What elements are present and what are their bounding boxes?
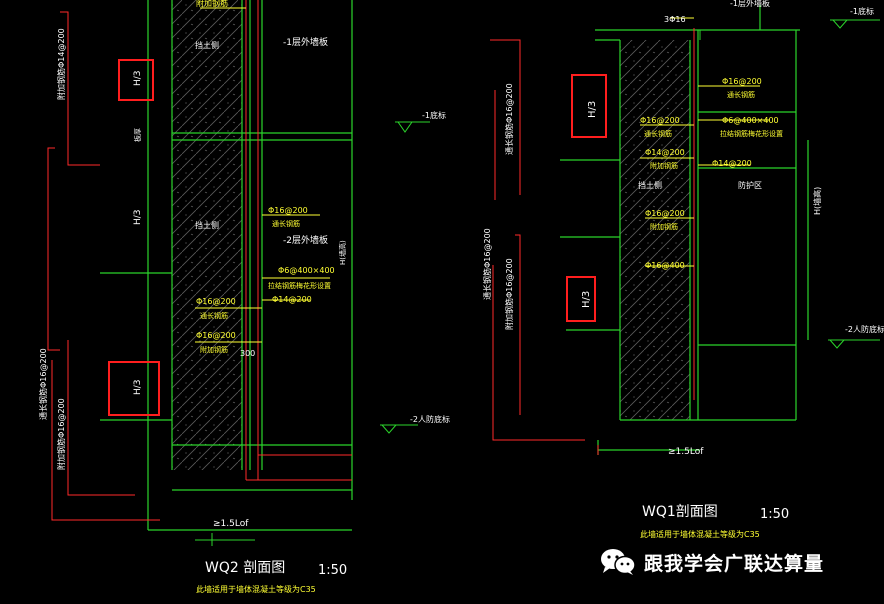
left-wall-outline: [100, 0, 353, 531]
left-dim-h3-upper: H/3: [133, 70, 143, 86]
left-labels: -1层外墙板 附加钢筋 挡土侧 挡土侧 -2层外墙板 -1底标 -2人防底标 板…: [38, 0, 450, 594]
left-earth-side-2: 挡土侧: [195, 220, 219, 230]
right-top-rebar: 3Φ16: [664, 15, 686, 24]
right-level-b1: -1底标: [850, 6, 874, 16]
left-rebar-leaders: [195, 7, 330, 343]
right-rebar-leaders: [640, 17, 770, 267]
right-rebar-a: Φ16@200: [722, 77, 762, 86]
right-vert-dim-lower-b: 附加钢筋Φ16@200: [504, 258, 514, 330]
watermark-text: 跟我学会广联达算量: [644, 552, 825, 575]
right-rebar-e: Φ14@200: [712, 159, 752, 168]
left-level-b2: -2人防底标: [410, 414, 450, 424]
right-rebar-b-label: 通长钢筋: [644, 129, 672, 138]
left-floor-1-label: -1层外墙板: [283, 36, 328, 48]
left-rebar-2: Φ6@400×400: [278, 266, 335, 275]
right-scale: 1:50: [760, 507, 789, 522]
right-soil-hatch: [620, 40, 690, 420]
right-lap: ≥1.5Lof: [668, 447, 704, 457]
left-title: WQ2 剖面图: [205, 560, 285, 576]
right-rebar-c: Φ6@400×400: [722, 116, 779, 125]
right-level-markers: [699, 19, 880, 349]
right-vert-dim-lower-a: 通长钢筋Φ16@200: [482, 228, 492, 300]
right-rebar-f-label: 附加钢筋: [650, 222, 678, 231]
watermark: 跟我学会广联达算量: [600, 548, 824, 576]
left-floor-2-label: -2层外墙板: [283, 234, 328, 246]
right-wall-outline: [560, 5, 809, 455]
left-rebar-1-label: 通长钢筋: [272, 219, 300, 228]
right-note: 此墙适用于墙体混凝土等级为C35: [640, 529, 760, 539]
left-rebar-5-label: 附加钢筋: [200, 345, 228, 354]
right-section: [490, 5, 880, 455]
left-dim-300: 300: [240, 349, 255, 358]
right-rebar-g: Φ16@400: [645, 261, 685, 270]
left-floor-1-label-b: 附加钢筋: [196, 0, 228, 8]
right-rebar-b: Φ16@200: [640, 116, 680, 125]
right-highlight-box-upper: [571, 74, 607, 138]
right-rebar-a-label: 通长钢筋: [727, 90, 755, 99]
right-labels: -1层外墙板 3Φ16 -1底标 -2人防底标 H/3 H/3 H(墙高) Φ1…: [482, 0, 884, 539]
right-dim-h3-lower: H/3: [581, 291, 592, 308]
right-rebar-d-label: 附加钢筋: [650, 161, 678, 170]
right-top-label: -1层外墙板: [730, 0, 770, 8]
right-earth-side: 挡土侧: [638, 180, 662, 190]
left-section: [47, 0, 430, 546]
left-highlight-box-lower: [108, 361, 160, 416]
left-highlight-box-upper: [118, 59, 154, 101]
left-rebar-1: Φ16@200: [268, 206, 308, 215]
right-wall-height: H(墙高): [812, 187, 822, 215]
right-dim-h3-upper: H/3: [587, 101, 598, 118]
right-vert-dim-upper: 通长钢筋Φ16@200: [504, 83, 514, 155]
right-rebar-d: Φ14@200: [645, 148, 685, 157]
wechat-icon: [600, 548, 636, 576]
left-rebar-3: Φ14@200: [272, 295, 312, 304]
left-dim-h3-lower: H/3: [133, 379, 143, 395]
left-scale: 1:50: [318, 563, 347, 578]
right-guard-side: 防护区: [738, 180, 762, 190]
left-level-b1: -1底标: [422, 110, 446, 120]
left-vert-dim-upper: 附加钢筋Φ14@200: [56, 28, 66, 100]
left-rebar-4-label: 通长钢筋: [200, 311, 228, 320]
left-slab-mark: 板厚: [133, 128, 142, 142]
left-vert-dim-lower-b: 附加钢筋Φ16@200: [56, 398, 66, 470]
left-dim-h3-mid: H/3: [133, 209, 143, 225]
left-level-markers: [195, 121, 430, 546]
right-highlight-box-lower: [566, 276, 596, 322]
left-earth-side: 挡土侧: [195, 40, 219, 50]
left-rebar-2-label: 拉结钢筋梅花形设置: [268, 281, 331, 290]
right-rebar-f: Φ16@200: [645, 209, 685, 218]
left-vert-dim-lower-a: 通长钢筋Φ16@200: [38, 348, 48, 420]
left-note: 此墙适用于墙体混凝土等级为C35: [196, 584, 316, 594]
right-title: WQ1剖面图: [642, 504, 718, 520]
left-soil-hatch: [172, 0, 242, 470]
right-rebar-red: [490, 28, 695, 455]
right-level-b2: -2人防底标: [845, 324, 884, 334]
right-rebar-c-label: 拉结钢筋梅花形设置: [720, 129, 783, 138]
left-guard-side: H(墙高): [338, 240, 347, 265]
left-rebar-5: Φ16@200: [196, 331, 236, 340]
left-lap: ≥1.5Lof: [213, 519, 249, 529]
left-rebar-4: Φ16@200: [196, 297, 236, 306]
left-rebar-red: [47, 0, 352, 521]
